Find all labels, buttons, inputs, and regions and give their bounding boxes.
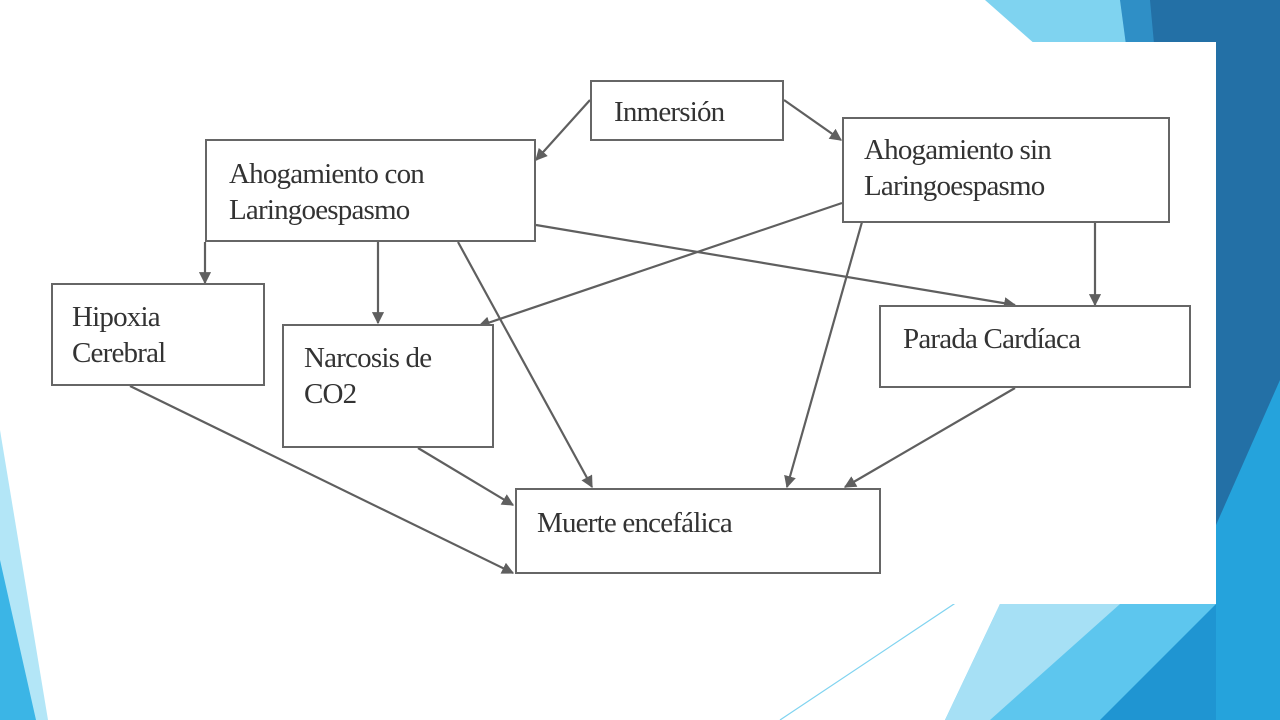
arrow-ahogamiento-con-to-muerte [457,241,593,489]
node-hipoxia-label: Hipoxia Cerebral [72,301,166,369]
node-hipoxia-cerebral: Hipoxia Cerebral [51,283,265,386]
deco-shape-bottom-pale [945,604,1120,720]
arrow-ahogamiento-sin-to-muerte [784,221,864,489]
arrow-hipoxia-to-muerte [129,385,515,574]
arrow-ahogamiento-sin-to-narcosis [477,201,843,329]
node-ahogamiento-sin-label: Ahogamiento sin Laringoespasmo [864,134,1052,202]
arrow-inmersion-to-ahogamiento-sin [783,99,842,141]
node-muerte-label: Muerte encefálica [537,507,733,539]
node-muerte-encefalica: Muerte encefálica [515,488,881,574]
arrow-parada-to-muerte [843,387,1016,488]
node-ahogamiento-con-laringoespasmo: Ahogamiento con Laringoespasmo [205,139,536,242]
node-narcosis-co2: Narcosis de CO2 [282,324,494,448]
arrow-ahogamiento-con-to-parada [535,223,1017,310]
node-inmersion-label: Inmersión [614,96,725,128]
node-ahogamiento-con-label: Ahogamiento con Laringoespasmo [229,158,425,226]
arrow-narcosis-to-muerte [417,447,515,506]
deco-shape-bottom-mid [1100,604,1216,720]
node-inmersion: Inmersión [590,80,784,141]
deco-thin-line [779,599,961,720]
node-ahogamiento-sin-laringoespasmo: Ahogamiento sin Laringoespasmo [842,117,1170,223]
arrow-inmersion-to-ahogamiento-con [535,99,591,161]
node-narcosis-label: Narcosis de CO2 [304,342,432,410]
node-parada-cardiaca: Parada Cardíaca [879,305,1191,388]
node-parada-label: Parada Cardíaca [903,323,1081,355]
deco-shape-left-bright [0,560,36,720]
